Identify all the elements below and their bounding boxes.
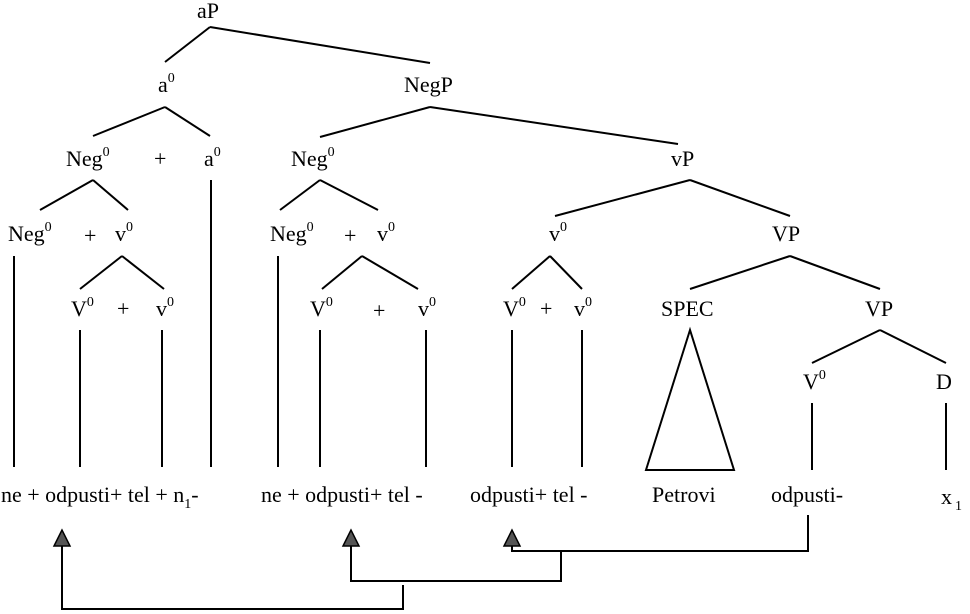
movement-arrow-outer — [61, 533, 404, 610]
terminal-odpusti: odpusti- — [771, 482, 843, 507]
terminal-petrovi: Petrovi — [652, 482, 716, 507]
branch-vP-VP — [689, 179, 791, 217]
node-v0-mid-low: v0 — [418, 295, 436, 321]
node-a0: a0 — [204, 145, 221, 171]
branch-v0-v0-left — [121, 255, 165, 290]
node-v0-right: v0 — [549, 220, 567, 246]
node-neg0-left-low: Neg0 — [8, 220, 52, 246]
branch-v0-v0-mid — [361, 255, 419, 290]
node-aP: aP — [197, 0, 219, 23]
branch-VP-D — [879, 329, 947, 364]
branch-NegP-vP — [429, 106, 679, 145]
branch-neg0-v0-mid — [319, 179, 379, 211]
terminal-group3: odpusti+ tel - — [470, 482, 588, 507]
spec-triangle — [644, 326, 736, 471]
branch-aP-NegP — [209, 26, 431, 64]
node-v0-mid: v0 — [377, 220, 395, 246]
node-V0-left: V0 — [71, 295, 94, 321]
node-D: D — [936, 369, 952, 394]
branch-aP-a0 — [164, 26, 211, 63]
branch-neg0-v0-left — [92, 179, 129, 211]
node-neg0-mid-low: Neg0 — [270, 220, 314, 246]
branch-a0-neg0 — [92, 106, 166, 137]
terminal-group2: ne + odpusti+ tel - — [261, 482, 423, 507]
node-neg0-left: Neg0 — [66, 145, 110, 171]
branch-v0-V0-right — [511, 255, 551, 290]
arrowhead-middle — [341, 528, 361, 547]
movement-arrow-inner — [511, 515, 809, 552]
branch-VP-V0-lower — [811, 329, 881, 364]
plus-V-v-left: + — [117, 296, 129, 321]
node-VP-upper: VP — [772, 221, 800, 246]
node-V0-lower: V0 — [803, 368, 826, 394]
node-v0-left: v0 — [115, 220, 133, 246]
branch-neg0-neg0-mid — [279, 179, 321, 211]
node-V0-mid: V0 — [310, 295, 333, 321]
plus-V-v-right: + — [540, 296, 552, 321]
branch-v0-v0-right — [549, 255, 583, 290]
node-SPEC: SPEC — [661, 296, 714, 321]
plus-V-v-mid: + — [373, 298, 385, 323]
node-VP-lower: VP — [865, 296, 893, 321]
branch-vP-v0 — [554, 179, 691, 217]
branch-v0-V0-left — [79, 255, 123, 290]
branch-VP-SPEC — [689, 255, 791, 290]
plus-neg-v-mid: + — [344, 223, 356, 248]
movement-arrow-middle — [350, 533, 562, 582]
arrowhead-outer — [52, 528, 72, 547]
branch-neg0-neg0-left — [39, 179, 94, 211]
branch-NegP-neg0 — [319, 106, 431, 138]
node-neg0-mid: Neg0 — [291, 145, 335, 171]
movement-arrows — [52, 515, 809, 610]
node-v0-left-low: v0 — [156, 295, 174, 321]
plus-neg-v-left: + — [84, 223, 96, 248]
branch-VP-VP — [789, 255, 881, 290]
tree-branches — [13, 26, 947, 471]
node-NegP: NegP — [404, 72, 453, 97]
node-a0-top: a0 — [158, 71, 175, 97]
terminal-strings: ne + odpusti+ tel + n1- ne + odpusti+ te… — [1, 482, 962, 514]
arrowhead-inner — [502, 528, 522, 547]
plus-neg-a: + — [154, 146, 166, 171]
node-V0-right: V0 — [503, 295, 526, 321]
node-v0-right-low: v0 — [574, 295, 592, 321]
terminal-group1: ne + odpusti+ tel + n1- — [1, 482, 199, 512]
node-labels: aP a0 NegP Neg0 + a0 Neg0 vP Neg0 + v0 N… — [8, 0, 952, 394]
branch-v0-V0-mid — [321, 255, 363, 290]
node-vP: vP — [671, 146, 694, 171]
branch-a0-a0 — [164, 106, 211, 137]
